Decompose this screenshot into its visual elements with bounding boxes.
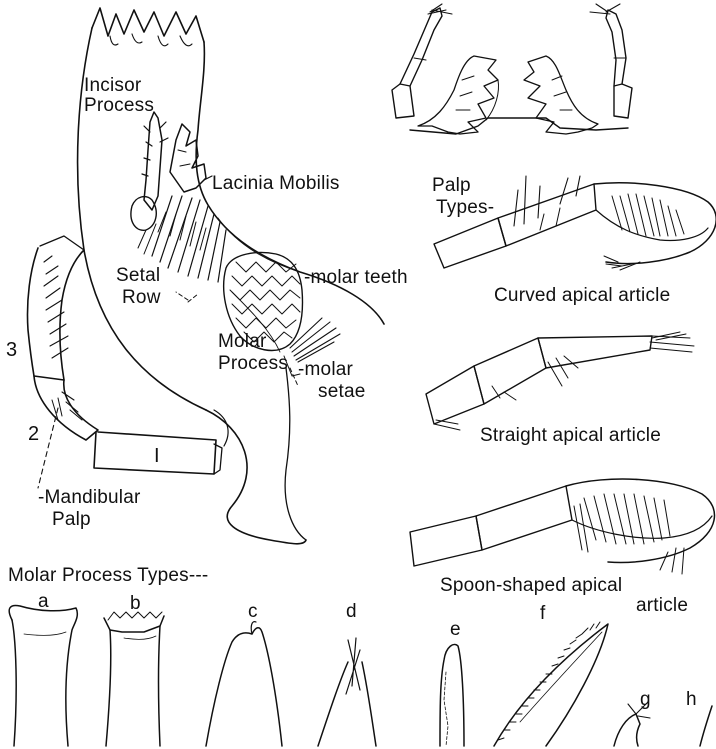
paired-mandibles [392, 4, 632, 134]
label-palp-article-2: 2 [28, 424, 39, 444]
molar-type-c [206, 622, 282, 746]
label-setal-line2: Row [122, 288, 161, 307]
label-type-g: g [640, 690, 651, 709]
label-mandibular-line2: Palp [52, 510, 91, 529]
label-lacinia-mobilis: Lacinia Mobilis [212, 174, 340, 193]
molar-type-d [318, 638, 376, 746]
label-incisor-line2: Process [84, 96, 154, 115]
label-setal-line1: Setal [116, 266, 160, 285]
label-type-b: b [130, 594, 141, 613]
palp-curved [434, 176, 716, 270]
label-type-c: c [248, 602, 258, 621]
label-type-d: d [346, 602, 357, 621]
label-molar-process-line2: Process [218, 354, 288, 373]
molar-type-b [104, 612, 164, 746]
label-incisor-line1: Incisor [84, 76, 141, 95]
label-molar-process-line1: Molar [218, 332, 267, 351]
molar-type-a [9, 606, 77, 746]
incisor-crown [92, 8, 204, 42]
label-type-h: h [686, 690, 697, 709]
label-mandibular-line1: -Mandibular [38, 488, 141, 507]
label-spoon-apical-line2: article [636, 596, 688, 615]
label-curved-apical: Curved apical article [494, 286, 670, 305]
label-spoon-apical-line1: Spoon-shaped apical [440, 576, 622, 595]
label-palp-types-line1: Palp [432, 176, 471, 195]
label-molar-setae-line2: setae [318, 382, 365, 401]
palp-spoon [410, 479, 715, 574]
molar-type-h [700, 706, 712, 746]
molar-type-f [494, 622, 608, 746]
label-molar-teeth: -molar teeth [304, 268, 408, 287]
incisor-process [131, 112, 168, 230]
label-molar-setae-line1: -molar [298, 360, 353, 379]
label-type-a: a [38, 592, 49, 611]
lacinia-mobilis [170, 124, 212, 192]
label-palp-article-3: 3 [6, 340, 17, 360]
palp-straight [426, 332, 694, 430]
label-straight-apical: Straight apical article [480, 426, 661, 445]
label-palp-article-1: I [154, 446, 160, 466]
label-type-f: f [540, 604, 545, 623]
molar-type-e [440, 645, 464, 746]
label-type-e: e [450, 620, 461, 639]
label-molar-process-types: Molar Process Types--- [8, 566, 208, 585]
label-palp-types-line2: Types- [436, 198, 494, 217]
